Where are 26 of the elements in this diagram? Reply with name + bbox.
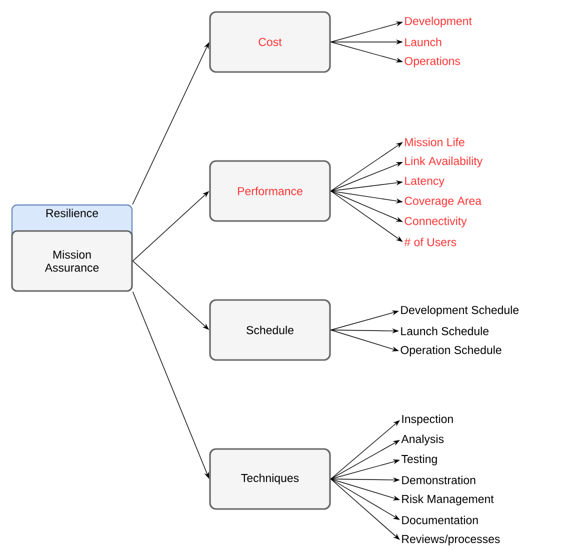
process-box: Cost xyxy=(209,11,331,73)
item-label: Analysis xyxy=(401,434,444,446)
item-label: # of Users xyxy=(404,238,456,246)
item-label: Launch xyxy=(405,38,442,46)
item-label: Link Availability xyxy=(405,156,483,168)
item-label: Launch Schedule xyxy=(401,326,489,336)
item-label: Operation Schedule xyxy=(400,346,502,356)
item-label: Inspection xyxy=(402,414,453,426)
item-label: Demonstration xyxy=(402,476,476,484)
item-label: Reviews/processes xyxy=(402,534,500,546)
item-label: Documentation xyxy=(402,516,478,524)
item-label: Risk Management xyxy=(402,494,494,506)
process-box: Mission Assurance xyxy=(11,230,133,292)
item-label: Operations xyxy=(404,56,460,68)
arrow xyxy=(330,478,400,540)
process-box: Performance xyxy=(209,160,331,222)
process-box: Schedule xyxy=(209,299,331,361)
item-label: Testing xyxy=(401,454,437,466)
arrow xyxy=(330,420,400,480)
item-label: Development xyxy=(405,16,472,28)
item-label: Connectivity xyxy=(404,216,467,228)
item-label: Latency xyxy=(405,176,444,188)
item-label: Development Schedule xyxy=(401,306,519,316)
item-label: Mission Life xyxy=(405,138,464,146)
process-box: Techniques xyxy=(209,448,331,510)
item-label: Coverage Area xyxy=(404,196,482,208)
